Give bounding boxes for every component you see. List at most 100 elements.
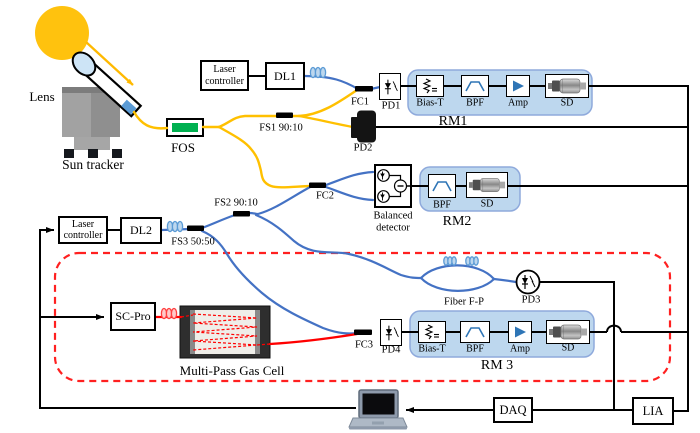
cell-beam-paths	[180, 313, 271, 351]
pd2-label: PD2	[353, 142, 373, 154]
dl2-box: DL2	[120, 217, 162, 244]
lia-box: LIA	[632, 397, 674, 425]
laser-controller-2-label-line2: controller	[63, 230, 103, 241]
multipass-gas-cell-icon	[179, 305, 271, 359]
solar-fiber-paths	[132, 88, 359, 189]
balanced-detector-label: Balanced detector	[373, 210, 412, 234]
pd3-label: PD3	[521, 294, 541, 306]
balanced-detector-label-line1: Balanced	[373, 210, 413, 222]
fs2-label: FS2 90:10	[214, 197, 258, 209]
line-crossover-hop	[606, 324, 622, 333]
lens-label: Lens	[29, 89, 55, 104]
pd3-output-line	[539, 281, 615, 410]
fiber-coupler-segments	[187, 86, 373, 335]
rf-connector-icon	[548, 78, 586, 94]
rm1-sd-box	[545, 74, 589, 98]
balanced-detector-box	[374, 164, 412, 208]
pd1-box	[379, 73, 401, 100]
fs3-splitter-icon	[187, 225, 204, 231]
rm3-bpf-label: BPF	[466, 343, 484, 355]
sun-tracker-icon	[62, 87, 122, 158]
rm1-bpf-box	[461, 75, 489, 97]
bandpass-filter-icon	[432, 181, 452, 192]
fc3-coupler-icon	[354, 329, 372, 335]
balanced-detector-icon	[377, 169, 410, 203]
telescope-icon	[71, 51, 143, 118]
fs2-splitter-icon	[233, 211, 250, 217]
balanced-detector-label-line2: detector	[376, 222, 410, 233]
sc-pro-box: SC-Pro	[110, 302, 156, 331]
fc2-label: FC2	[315, 190, 335, 202]
laptop-icon	[348, 389, 408, 430]
fiber-fp-loop	[419, 276, 496, 292]
fiber-fp-label: Fiber F-P	[444, 296, 484, 308]
electrical-signal-lines	[39, 75, 689, 413]
laptop-control-line	[39, 227, 356, 409]
rm1-output-line	[401, 85, 689, 412]
bandpass-filter-icon	[465, 327, 485, 338]
fs3-label: FS3 50:50	[171, 236, 215, 248]
laser-controller-2-box: Laser controller	[58, 216, 108, 244]
amplifier-icon	[513, 80, 524, 92]
fos-icon	[166, 118, 204, 137]
dl1-box: DL1	[265, 62, 305, 90]
gas-cell-label: Multi-Pass Gas Cell	[179, 363, 285, 378]
photodiode-icon	[385, 325, 399, 340]
rm3-bias-t-box	[418, 321, 446, 343]
rm2-bpf-box	[428, 174, 456, 198]
photodiode-icon	[384, 79, 398, 94]
fc2-coupler-icon	[309, 182, 326, 188]
fiber-fp-loop	[419, 264, 496, 281]
rm1-bpf-label: BPF	[466, 97, 484, 109]
rm1-bias-t-box	[416, 75, 444, 97]
laser-controller-1-label-line2: controller	[205, 75, 244, 87]
rm2-title: RM2	[442, 214, 472, 229]
rm3-sd-label: SD	[561, 342, 575, 354]
fiber-coil-icons	[160, 66, 479, 320]
bandpass-filter-icon	[465, 81, 485, 92]
laser-controller-2-label-line1: Laser	[71, 218, 95, 230]
sun-tracker-label: Sun tracker	[62, 157, 124, 172]
bias-t-icon	[424, 324, 439, 340]
rm2-sd-label: SD	[480, 198, 494, 210]
laser-fiber-paths	[160, 74, 518, 335]
rm3-amp-box	[508, 321, 532, 343]
fs1-label: FS1 90:10	[259, 122, 303, 134]
rm2-sd-box	[466, 172, 508, 198]
amplifier-icon	[515, 326, 526, 338]
coil-icon	[166, 66, 479, 266]
fs1-splitter-icon	[276, 112, 293, 118]
laser-controller-1-box: Laser controller	[200, 60, 249, 91]
coil-icon	[160, 307, 178, 320]
rm2-bpf-label: BPF	[433, 199, 451, 211]
fc1-coupler-icon	[355, 86, 373, 92]
rm1-amp-label: Amp	[508, 97, 528, 109]
rm1-bias-t-label: Bias-T	[416, 97, 444, 109]
fc3-label: FC3	[354, 339, 374, 351]
pd2-detector-icon	[351, 110, 376, 143]
rm3-title: RM 3	[480, 358, 514, 373]
bias-t-icon	[422, 78, 437, 94]
pd3-detector-icon	[515, 269, 541, 295]
pd4-label: PD4	[381, 344, 401, 356]
daq-box: DAQ	[493, 397, 533, 423]
laser-controller-1-label-line1: Laser	[213, 64, 236, 76]
pd4-box	[380, 319, 402, 346]
rf-connector-icon	[468, 178, 506, 192]
rm3-sd-box	[546, 320, 590, 344]
rm3-amp-label: Amp	[510, 343, 530, 355]
sunlight-arrow	[85, 41, 134, 86]
fc1-label: FC1	[350, 96, 370, 108]
rm3-bias-t-label: Bias-T	[418, 343, 446, 355]
rm1-title: RM1	[438, 114, 468, 129]
fiber-coupler-icon	[121, 99, 137, 115]
rm1-amp-box	[506, 75, 530, 97]
rm-module-containers	[407, 69, 595, 358]
pd1-label: PD1	[381, 100, 401, 112]
lens-icon	[71, 51, 97, 77]
rm3-bpf-box	[460, 321, 490, 343]
fos-label: FOS	[171, 140, 195, 155]
rf-connector-icon	[549, 324, 587, 340]
